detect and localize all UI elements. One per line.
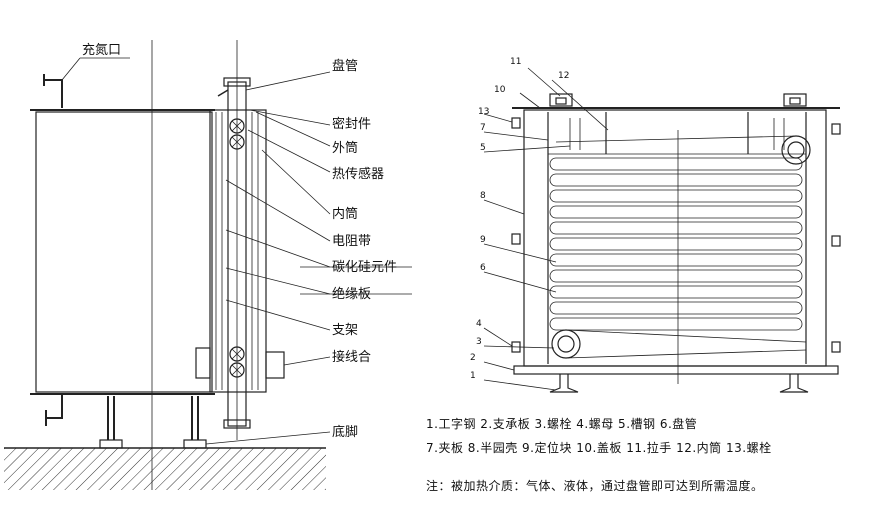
part-number-4: 4	[476, 319, 482, 329]
label-resistance-band: 电阻带	[332, 234, 371, 249]
part-number-3: 3	[476, 337, 482, 347]
part-number-2: 2	[470, 353, 476, 363]
parts-legend: 1.工字钢 2.支承板 3.螺栓 4.螺母 5.槽钢 6.盘管 7.夹板 8.半…	[426, 416, 772, 493]
right-part-numbers: 11 12 10 13 7 5 8 9 6 4 3 2 1	[470, 57, 569, 381]
legend-note: 注：被加热介质：气体、液体，通过盘管即可达到所需温度。	[426, 478, 764, 493]
label-support: 支架	[332, 323, 358, 338]
part-number-11: 11	[510, 57, 521, 67]
part-number-5: 5	[480, 143, 486, 153]
part-number-13: 13	[478, 107, 489, 117]
part-number-6: 6	[480, 263, 486, 273]
right-heater-drawing	[511, 93, 841, 393]
label-base-foot: 底脚	[332, 424, 358, 440]
ground-hatch	[4, 448, 326, 490]
coil-loops	[549, 157, 803, 331]
part-number-1: 1	[470, 371, 476, 381]
part-number-10: 10	[494, 85, 506, 95]
legend-line-1: 1.工字钢 2.支承板 3.螺栓 4.螺母 5.槽钢 6.盘管	[426, 416, 697, 431]
label-sic-element: 碳化硅元件	[332, 260, 397, 275]
label-insulation-board: 绝缘板	[332, 286, 371, 302]
label-coil: 盘管	[332, 58, 358, 74]
label-junction-box: 接线合	[332, 349, 371, 365]
element-housing	[209, 109, 267, 393]
label-nitrogen-inlet: 充氮口	[82, 42, 121, 58]
part-number-8: 8	[480, 191, 486, 201]
legend-line-2: 7.夹板 8.半园壳 9.定位块 10.盖板 11.拉手 12.内筒 13.螺栓	[426, 440, 772, 455]
vessel-body	[35, 111, 213, 393]
part-number-7: 7	[480, 123, 486, 133]
label-seal: 密封件	[332, 116, 371, 132]
left-leader-lines	[61, 57, 412, 445]
left-heater-drawing	[4, 40, 326, 490]
part-number-12: 12	[558, 71, 569, 81]
left-labels: 充氮口 盘管 密封件 外筒 热传感器 内筒 电阻带 碳化硅元件 绝缘板 支架 接…	[82, 42, 397, 440]
label-inner-tube: 内筒	[332, 206, 358, 222]
label-outer-tube: 外筒	[332, 140, 358, 156]
part-number-9: 9	[480, 235, 486, 245]
right-leader-lines	[483, 67, 609, 391]
label-thermal-sensor: 热传感器	[332, 166, 384, 182]
